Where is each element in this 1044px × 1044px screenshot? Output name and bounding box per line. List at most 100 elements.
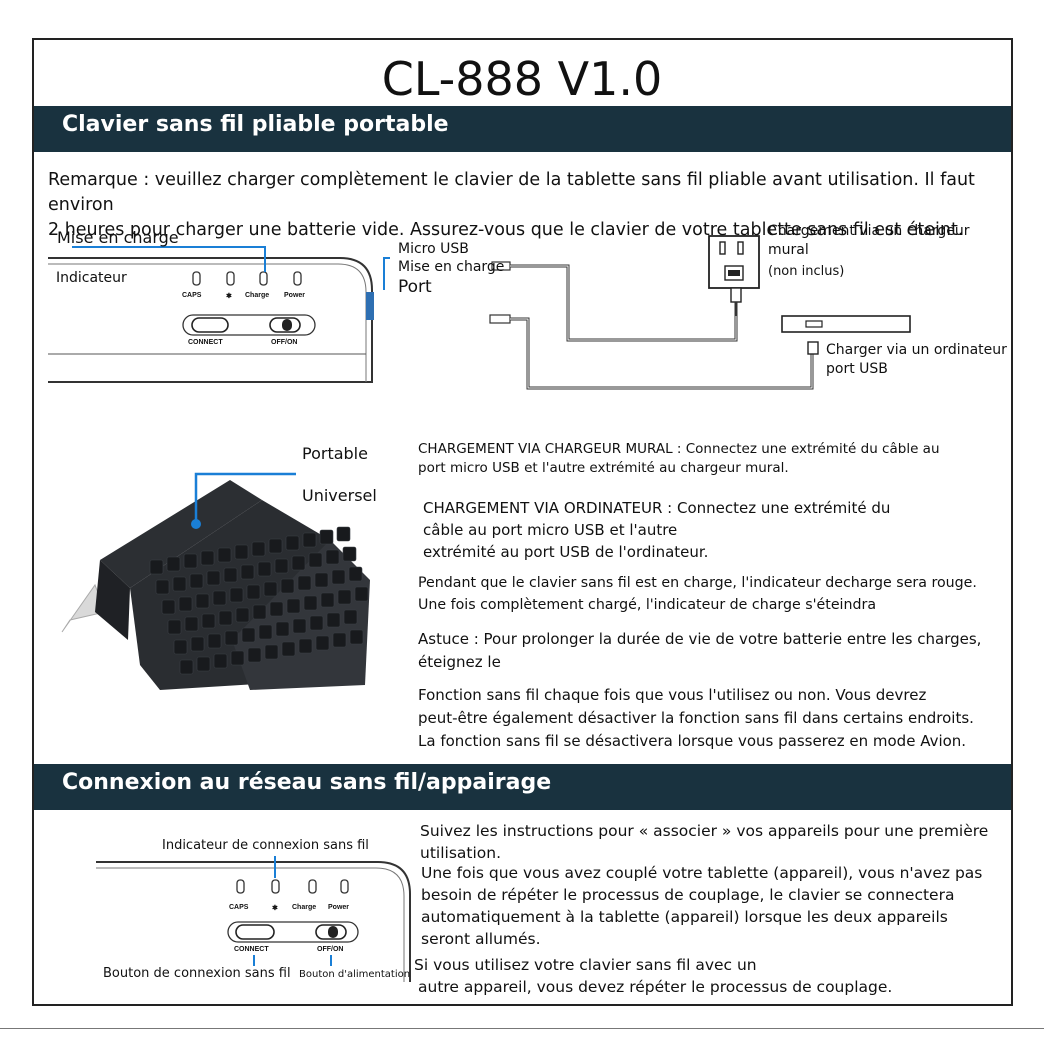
keyboard-key — [195, 593, 210, 609]
led-label-charge: Charge — [245, 292, 270, 299]
keyboard-key — [161, 599, 176, 615]
pairing-p1: Suivez les instructions pour « associer … — [420, 822, 989, 862]
label-connect-button: Bouton de connexion sans fil — [103, 966, 291, 981]
keyboard-key — [173, 639, 188, 655]
keyboard-key — [229, 587, 244, 603]
keyboard-key — [342, 546, 357, 562]
note-line-2: 2 heures pour charger une batterie vide.… — [48, 220, 964, 240]
keyboard-key — [268, 538, 283, 554]
led-row-1 — [192, 271, 302, 286]
instruction-wall: CHARGEMENT VIA CHARGEUR MURAL : Connecte… — [418, 441, 940, 476]
pairing-p2: Une fois que vous avez couplé votre tabl… — [421, 864, 983, 948]
keyboard-key — [263, 581, 278, 597]
led-label-caps: CAPS — [182, 292, 202, 299]
keyboard-key — [315, 635, 330, 651]
callout-dot — [191, 519, 201, 529]
keyboard-key — [292, 618, 307, 634]
keyboard-key — [280, 578, 295, 594]
keyboard-key — [224, 630, 239, 646]
keyboard-key — [235, 607, 250, 623]
keyboard-key — [241, 627, 256, 643]
keyboard-key — [155, 579, 170, 595]
connect-button-drawing — [191, 317, 229, 333]
keyboard-key — [298, 638, 313, 654]
keyboard-key — [343, 609, 358, 625]
note-text: Remarque : veuillez charger complètement… — [48, 168, 1008, 243]
keyboard-key — [230, 650, 245, 666]
led2-label-charge: Charge — [292, 904, 317, 911]
keyboard-key — [166, 556, 181, 572]
label-micro-usb: Micro USB — [398, 241, 469, 257]
keyboard-key — [314, 572, 329, 588]
label-connection-indicator: Indicateur de connexion sans fil — [162, 838, 369, 853]
keyboard-key — [190, 636, 205, 652]
keyboard-key — [309, 615, 324, 631]
led2-label-bluetooth: ✱ — [272, 905, 278, 912]
keyboard-key — [217, 547, 232, 563]
keyboard-key — [281, 641, 296, 657]
keyboard-key — [269, 601, 284, 617]
label-universel: Universel — [302, 486, 377, 505]
label-portable: Portable — [302, 444, 368, 463]
label-power-button: Bouton d'alimentation — [299, 969, 411, 980]
keyboard-key — [189, 573, 204, 589]
page-title: CL-888 V1.0 — [381, 52, 663, 106]
instruction-charging: Pendant que le clavier sans fil est en c… — [418, 575, 977, 613]
keyboard-key — [179, 659, 194, 675]
keyboard-key — [257, 561, 272, 577]
instruction-computer: CHARGEMENT VIA ORDINATEUR : Connectez un… — [423, 499, 891, 561]
note-line-1: Remarque : veuillez charger complètement… — [48, 170, 975, 215]
keyboard-key — [319, 529, 334, 545]
led2-label-caps: CAPS — [229, 904, 249, 911]
instruction-function: Fonction sans fil chaque fois que vous l… — [418, 686, 974, 750]
keyboard-key — [348, 566, 363, 582]
keyboard-key — [178, 596, 193, 612]
section1-title: Clavier sans fil pliable portable — [62, 112, 449, 137]
keyboard-key — [258, 624, 273, 640]
bottom-divider — [0, 1028, 1044, 1029]
keyboard-key — [218, 610, 233, 626]
callout-line-portable — [194, 472, 296, 524]
keyboard-key — [337, 589, 352, 605]
page-frame — [32, 38, 1013, 1006]
keyboard-key — [167, 619, 182, 635]
keyboard-key — [354, 586, 369, 602]
keyboard-key — [212, 590, 227, 606]
section2-title: Connexion au réseau sans fil/appairage — [62, 770, 552, 795]
label-wall-charger: Chargement via un chargeur mural (non in… — [768, 223, 970, 279]
keyboard-key — [274, 558, 289, 574]
pairing-p3: Si vous utilisez votre clavier sans fil … — [414, 956, 893, 996]
keyboard-key — [286, 598, 301, 614]
keyboard-key — [264, 644, 279, 660]
offon2-label: OFF/ON — [317, 946, 344, 953]
keyboard-key — [247, 647, 262, 663]
keyboard-key — [184, 616, 199, 632]
label-mise-en-charge: Mise en charge — [57, 228, 179, 247]
connect2-label: CONNECT — [234, 946, 269, 953]
keyboard-key — [336, 526, 351, 542]
keyboard-key — [325, 549, 340, 565]
keyboard-key — [234, 544, 249, 560]
connect-label: CONNECT — [188, 339, 223, 346]
keyboard-key — [320, 592, 335, 608]
keyboard-key — [206, 570, 221, 586]
section-banner-1: Clavier sans fil pliable portable — [34, 106, 1011, 152]
keyboard-key — [149, 559, 164, 575]
keyboard-key — [201, 613, 216, 629]
keyboard-key — [172, 576, 187, 592]
keyboard-key — [302, 532, 317, 548]
keyboard-key — [252, 604, 267, 620]
keyboard-key — [349, 629, 364, 645]
keyboard-key — [332, 632, 347, 648]
keyboard-key — [285, 535, 300, 551]
keyboard-key — [308, 552, 323, 568]
keyboard-key — [251, 541, 266, 557]
keyboard-key — [326, 612, 341, 628]
power-switch-drawing — [282, 319, 292, 331]
keyboard-key — [303, 595, 318, 611]
keyboard-keys — [149, 526, 369, 675]
keyboard-key — [207, 633, 222, 649]
keyboard-key — [200, 550, 215, 566]
keyboard-key — [213, 653, 228, 669]
